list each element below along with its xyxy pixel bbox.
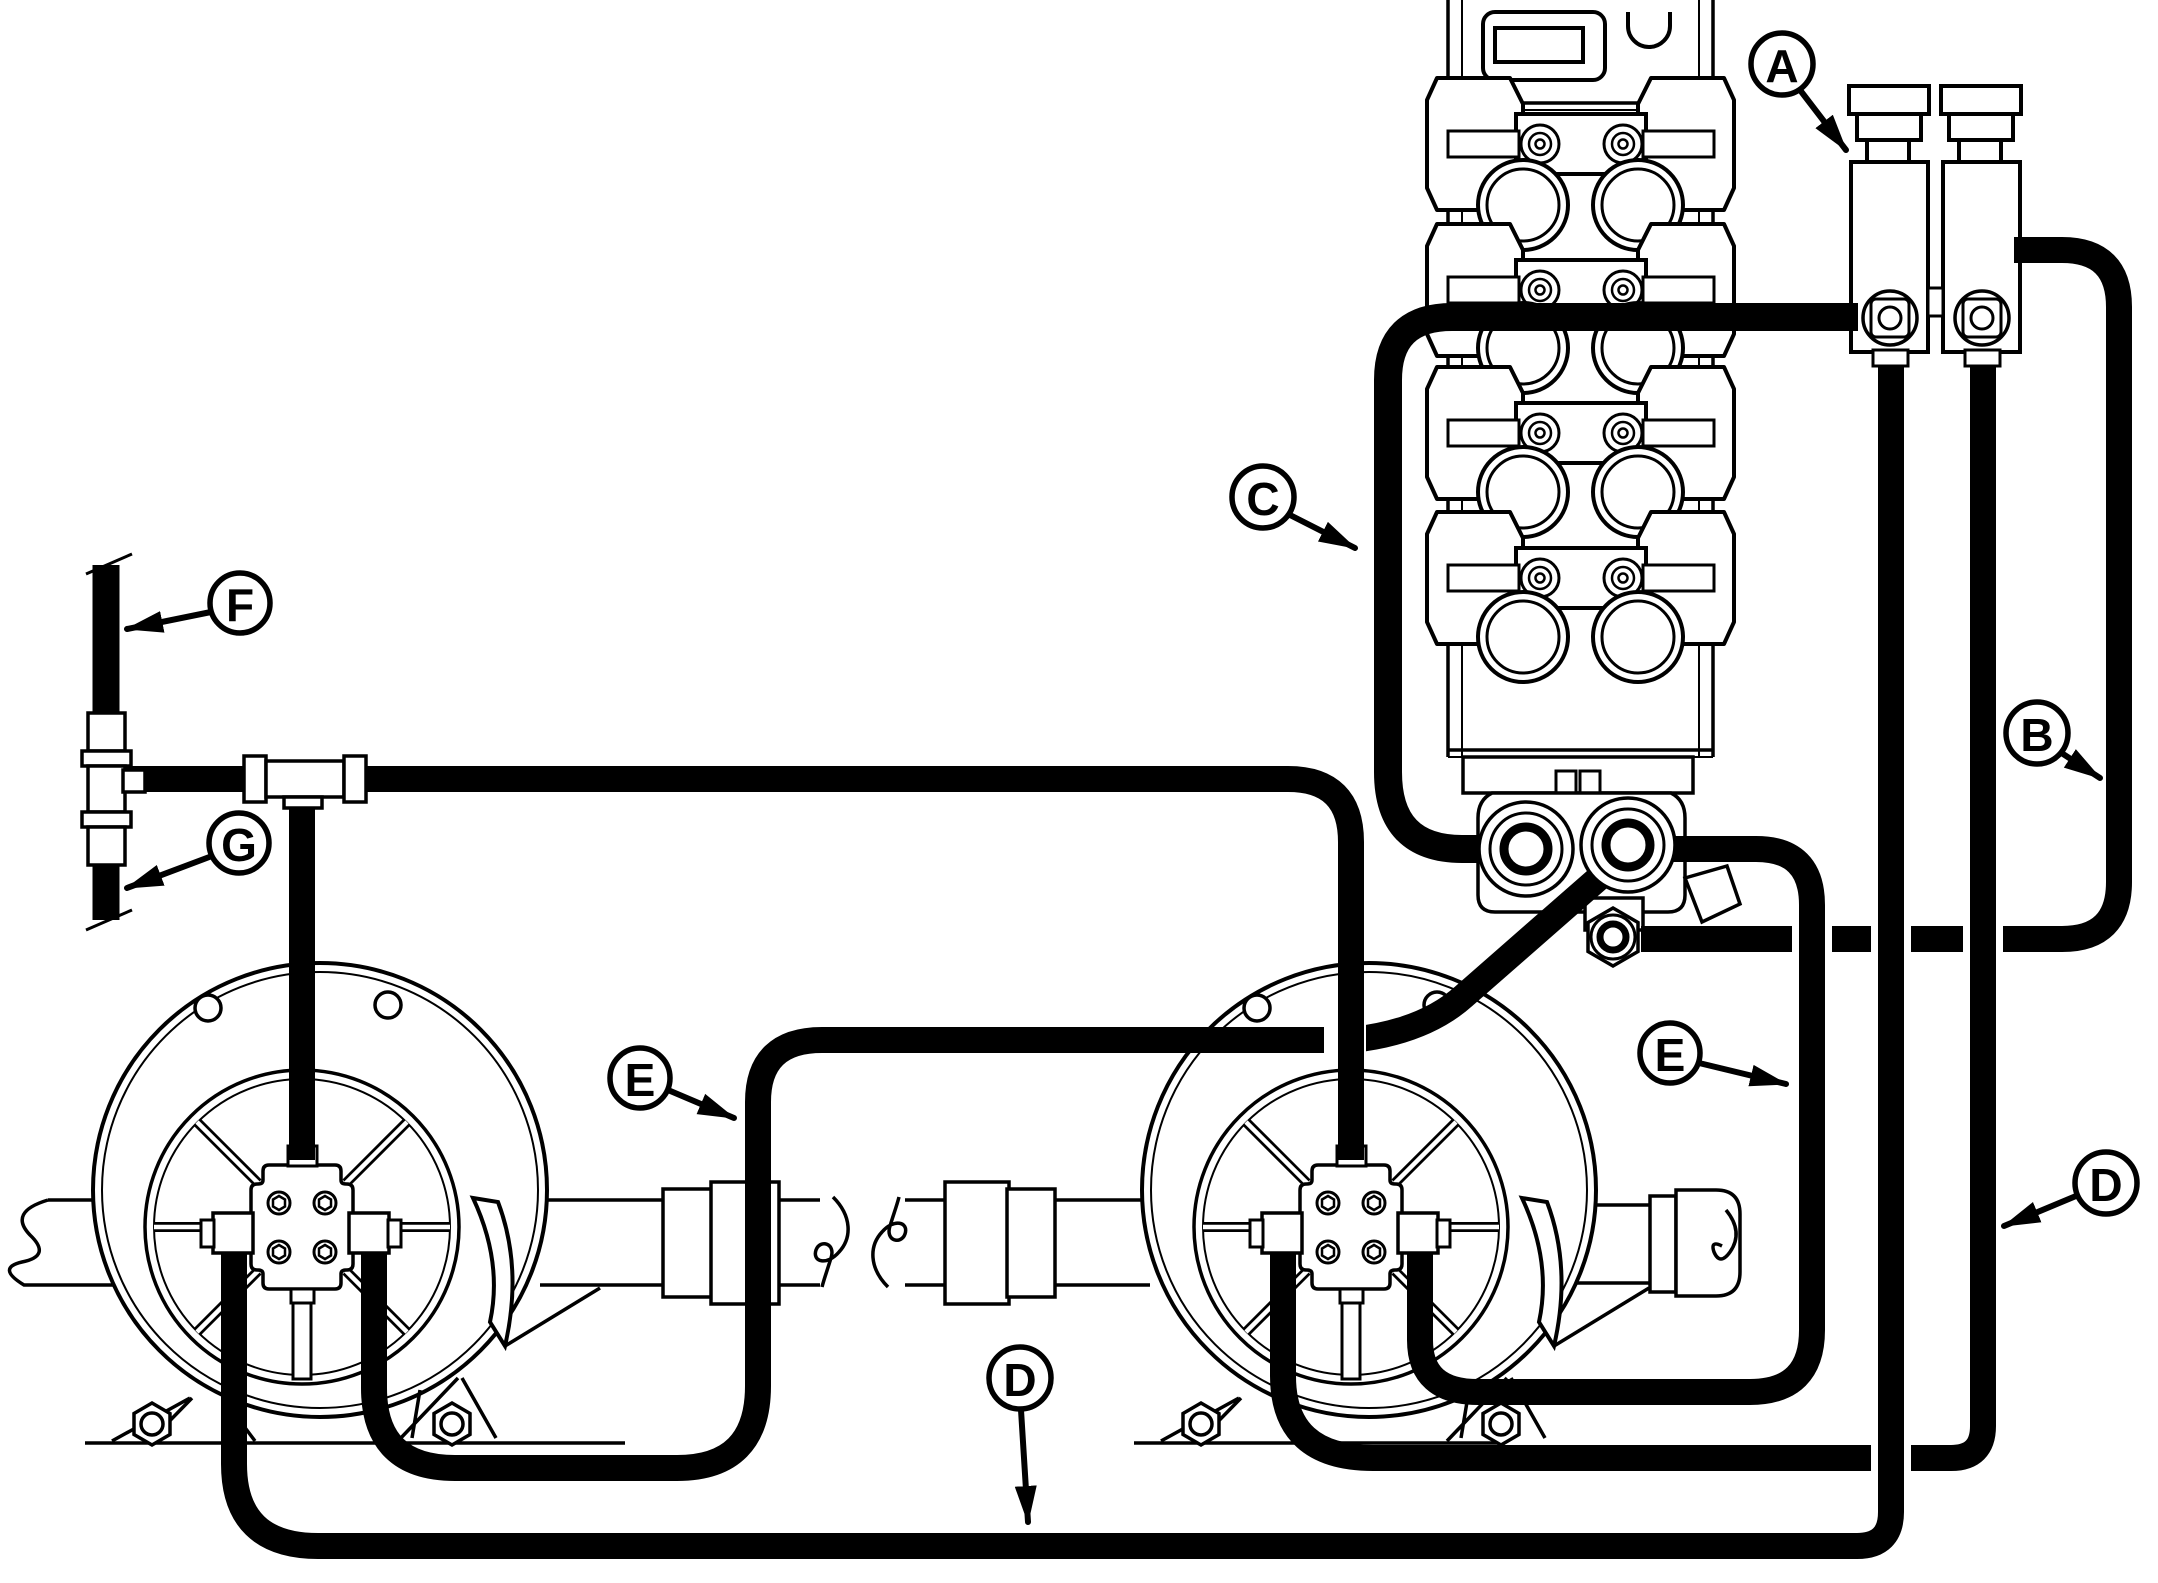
valve-stack (1425, 0, 1743, 932)
callout-a: A (1748, 30, 1849, 153)
valve-bottom-ports (1477, 796, 1677, 969)
hose-c (1374, 303, 1858, 863)
hose-e-left (361, 852, 1626, 1481)
callout-g: G (124, 810, 272, 891)
hose-b (1641, 237, 2132, 952)
valve-top-notch (1626, 12, 1672, 49)
callout-f: F (124, 570, 273, 636)
callout-a-letter: A (1765, 40, 1798, 92)
hose-d-right-cylinder (1270, 358, 1996, 1471)
callout-f-letter: F (226, 579, 254, 631)
hoses (92, 237, 2132, 1559)
callout-b-letter: B (2020, 709, 2053, 761)
callout-g-letter: G (221, 819, 257, 871)
callout-e-left-letter: E (625, 1054, 656, 1106)
callouts: A B C D D E E (124, 30, 2140, 1525)
hose-tee-to-right-blower (106, 766, 1364, 1160)
callout-e-right: E (1637, 1020, 1789, 1087)
callout-e-left: E (607, 1045, 737, 1121)
callout-c: C (1229, 463, 1358, 551)
callout-d-bottom: D (986, 1344, 1054, 1525)
hose-d-bottom (221, 356, 1904, 1559)
callout-e-right-letter: E (1655, 1029, 1686, 1081)
callout-d-right-letter: D (2089, 1159, 2122, 1211)
callout-d-right: D (2001, 1149, 2140, 1229)
fittings (80, 297, 2003, 969)
callout-b: B (2003, 699, 2103, 781)
callout-c-letter: C (1246, 473, 1279, 525)
hose-e-right (1407, 836, 1825, 1405)
callout-d-bottom-letter: D (1003, 1354, 1036, 1406)
